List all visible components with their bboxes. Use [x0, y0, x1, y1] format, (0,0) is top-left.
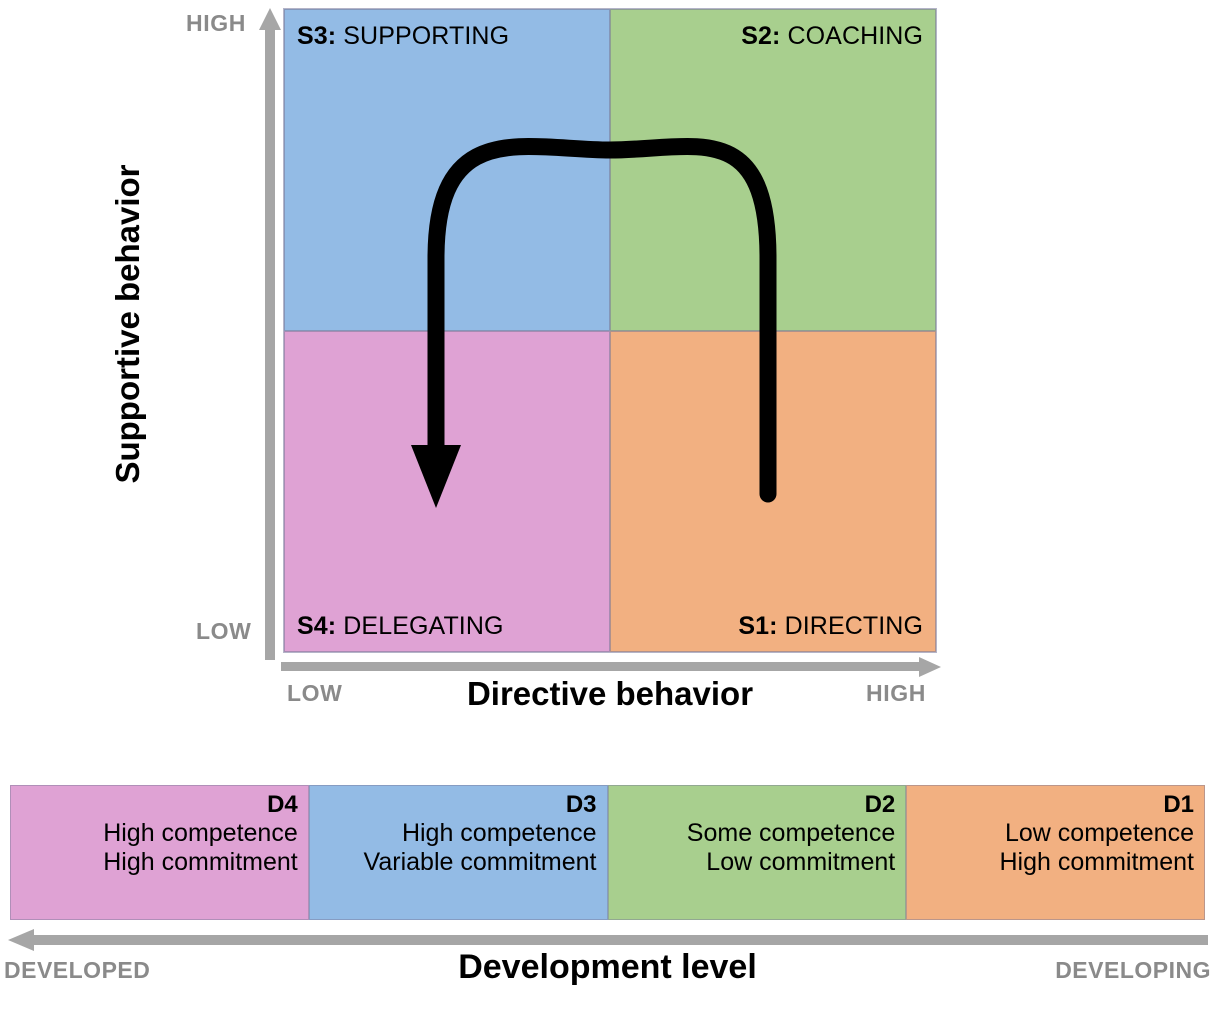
- quadrant-s2-label: S2: COACHING: [741, 22, 923, 51]
- quadrant-s1-code: S1:: [738, 612, 778, 640]
- quadrant-s1-name: DIRECTING: [784, 612, 923, 640]
- quadrant-s4-name: DELEGATING: [343, 612, 504, 640]
- x-axis-title: Directive behavior: [466, 675, 754, 712]
- development-level-d3-code: D3: [565, 791, 597, 818]
- development-level-d4-competence: High competence: [103, 818, 298, 847]
- development-level-d1-code: D1: [1163, 791, 1194, 818]
- development-level-d2-code: D2: [864, 791, 896, 818]
- development-level-d1-competence: Low competence: [1004, 818, 1194, 847]
- quadrant-s3-code: S3:: [297, 22, 337, 50]
- quadrant-s3-label: S3: SUPPORTING: [297, 22, 509, 51]
- development-level-title: Development level: [458, 948, 757, 986]
- quadrant-s3-supporting[interactable]: S3: SUPPORTING: [284, 9, 610, 331]
- development-level-d1[interactable]: D1 Low competence High commitment: [906, 785, 1205, 920]
- development-level-bar: D4 High competence High commitment D3 Hi…: [10, 785, 1205, 920]
- quadrant-s4-label: S4: DELEGATING: [297, 612, 504, 641]
- quadrant-s4-delegating[interactable]: S4: DELEGATING: [284, 330, 610, 652]
- quadrant-s1-label: S1: DIRECTING: [738, 612, 923, 641]
- quadrant-s3-name: SUPPORTING: [343, 22, 510, 50]
- development-level-d4-commitment: High commitment: [103, 847, 298, 876]
- development-level-d4-code: D4: [267, 791, 298, 818]
- leadership-matrix: HIGH LOW LOW HIGH Supportive behavior Di…: [109, 8, 941, 712]
- supportive-behavior-axis-arrow-icon: [259, 8, 281, 660]
- development-level-left-label: DEVELOPED: [4, 957, 151, 983]
- development-level-d2-commitment: Low commitment: [706, 847, 896, 876]
- y-axis-high-label: HIGH: [186, 10, 246, 36]
- quadrant-s1-directing[interactable]: S1: DIRECTING: [610, 330, 936, 652]
- development-level-d2-competence: Some competence: [686, 818, 896, 847]
- quadrant-grid: S3: SUPPORTING S2: COACHING S4: DELEGATI…: [283, 8, 937, 653]
- development-level-axis-arrow-icon: [8, 929, 1208, 951]
- y-axis-low-label: LOW: [196, 618, 252, 644]
- directive-behavior-axis-arrow-icon: [281, 657, 941, 677]
- y-axis-title: Supportive behavior: [109, 164, 146, 484]
- quadrant-s2-coaching[interactable]: S2: COACHING: [610, 9, 936, 331]
- development-level-section: D4 High competence High commitment D3 Hi…: [0, 740, 1215, 1024]
- development-level-d1-commitment: High commitment: [999, 847, 1195, 876]
- quadrant-s2-code: S2:: [741, 22, 781, 50]
- x-axis-low-label: LOW: [287, 680, 343, 706]
- development-level-d3[interactable]: D3 High competence Variable commitment: [308, 785, 608, 920]
- quadrant-s2-name: COACHING: [787, 22, 923, 50]
- development-level-d3-competence: High competence: [401, 818, 597, 847]
- development-level-d3-commitment: Variable commitment: [363, 847, 597, 876]
- development-level-d2[interactable]: D2 Some competence Low commitment: [607, 785, 907, 920]
- development-level-right-label: DEVELOPING: [1055, 957, 1211, 983]
- development-level-d4[interactable]: D4 High competence High commitment: [10, 785, 309, 920]
- x-axis-high-label: HIGH: [866, 680, 926, 706]
- quadrant-s4-code: S4:: [297, 612, 337, 640]
